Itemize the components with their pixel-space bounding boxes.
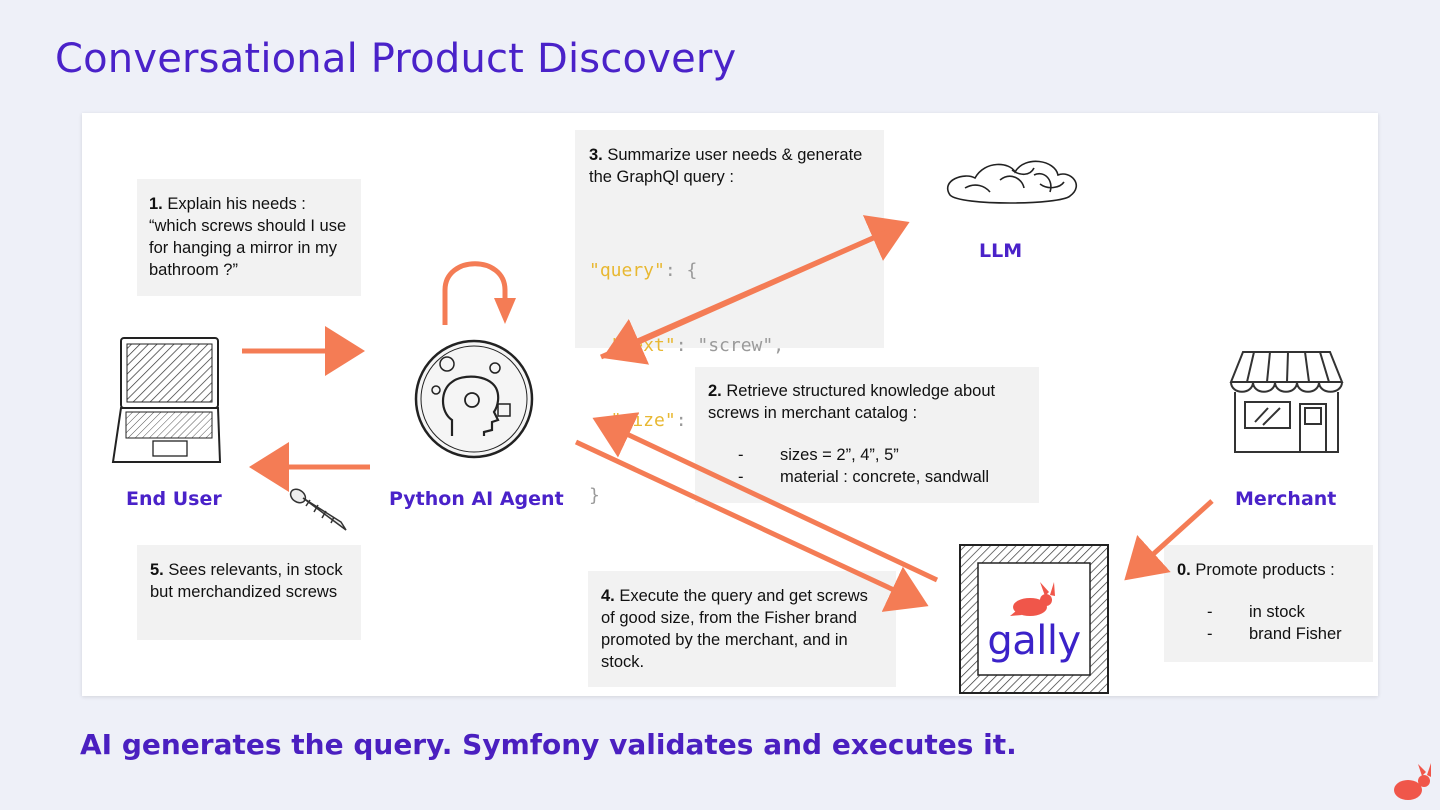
note-step-5: 5. Sees relevants, in stock but merchand… <box>137 545 361 640</box>
note-text: Retrieve structured knowledge about scre… <box>708 382 996 422</box>
step-number: 5. <box>150 561 164 579</box>
note-text: Sees relevants, in stock but merchandize… <box>150 561 343 601</box>
step-number: 1. <box>149 195 163 213</box>
note-step-2: 2. Retrieve structured knowledge about s… <box>695 367 1039 503</box>
knowledge-list: -sizes = 2”, 4”, 5” -material : concrete… <box>708 444 1026 488</box>
note-text: Execute the query and get screws of good… <box>601 587 868 671</box>
label-end-user: End User <box>126 488 222 510</box>
note-text: Explain his needs : “which screws should… <box>149 195 347 279</box>
list-item: -in stock <box>1207 603 1305 621</box>
label-ai-agent: Python AI Agent <box>389 488 564 510</box>
page-title: Conversational Product Discovery <box>55 36 737 82</box>
step-number: 4. <box>601 587 615 605</box>
list-item: -sizes = 2”, 4”, 5” <box>738 446 899 464</box>
note-step-0: 0. Promote products : -in stock -brand F… <box>1164 545 1373 662</box>
note-text: Promote products : <box>1195 561 1335 579</box>
step-number: 3. <box>589 146 603 164</box>
footer-tagline: AI generates the query. Symfony validate… <box>80 728 1017 761</box>
rabbit-icon <box>1394 763 1431 800</box>
note-step-4: 4. Execute the query and get screws of g… <box>588 571 896 687</box>
gally-logo-text: gally <box>987 618 1081 664</box>
step-number: 0. <box>1177 561 1191 579</box>
list-item: -brand Fisher <box>1207 625 1342 643</box>
list-item: -material : concrete, sandwall <box>738 468 990 486</box>
step-number: 2. <box>708 382 722 400</box>
note-step-1: 1. Explain his needs : “which screws sho… <box>137 179 361 296</box>
label-llm: LLM <box>979 240 1023 262</box>
label-merchant: Merchant <box>1235 488 1337 510</box>
note-step-3: 3. Summarize user needs & generate the G… <box>575 130 884 506</box>
promote-list: -in stock -brand Fisher <box>1177 601 1360 645</box>
note-text: Summarize user needs & generate the Grap… <box>589 146 863 186</box>
